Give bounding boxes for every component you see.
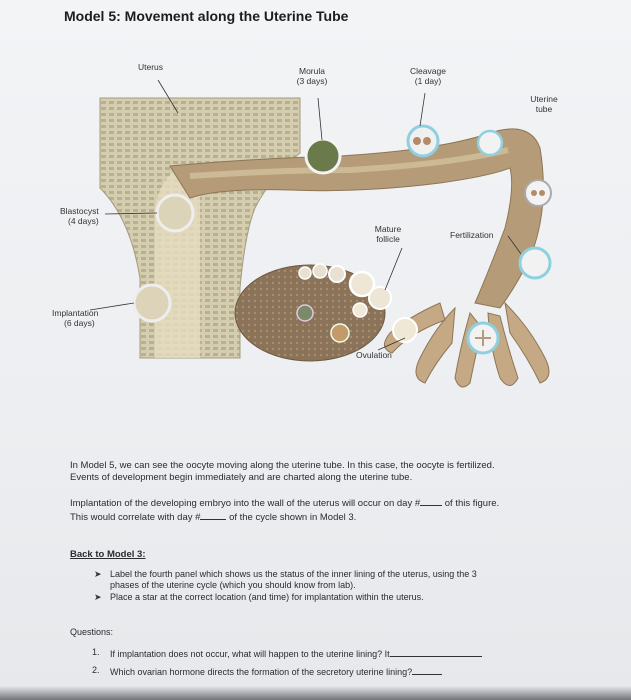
label-morula: Morula (3 days) (282, 66, 342, 86)
uterine-tube-figure: Uterus Morula (3 days) Cleavage (1 day) … (60, 58, 560, 438)
question-2-answer-blank[interactable] (412, 665, 442, 675)
question-2: Which ovarian hormone directs the format… (110, 665, 442, 678)
question-2-number: 2. (92, 665, 100, 676)
question-1-text: If implantation does not occur, what wil… (110, 649, 390, 659)
label-cleavage-days: (1 day) (398, 76, 458, 86)
label-implantation-days: (6 days) (52, 318, 112, 328)
implantation-sentence-end: of this figure. (445, 498, 499, 509)
back-to-model-heading: Back to Model 3: (70, 549, 146, 561)
fertilization-cell (520, 248, 550, 278)
zygote-cell (478, 131, 502, 155)
label-blastocyst-days: (4 days) (60, 216, 116, 226)
paragraph-intro-line2: Events of development begin immediately … (70, 472, 590, 484)
page-title: Model 5: Movement along the Uterine Tube (64, 8, 348, 24)
question-2-text: Which ovarian hormone directs the format… (110, 667, 412, 677)
implantation-sentence: Implantation of the developing embryo in… (70, 498, 420, 509)
cycle-day-sentence-end: of the cycle shown in Model 3. (229, 512, 356, 523)
implantation-day-blank[interactable] (420, 496, 442, 506)
label-blastocyst-name: Blastocyst (60, 206, 116, 216)
label-fertilization: Fertilization (450, 230, 493, 240)
morula-cell (306, 139, 340, 173)
question-1-answer-blank[interactable] (390, 647, 482, 657)
label-implantation-name: Implantation (52, 308, 112, 318)
cycle-day-sentence: This would correlate with day # (70, 512, 200, 523)
label-mature-follicle: Mature follicle (366, 224, 410, 244)
bullet-label-panel: Label the fourth panel which shows us th… (110, 569, 580, 591)
label-uterus: Uterus (138, 62, 163, 72)
uterine-tube-illustration (60, 58, 560, 438)
questions-heading: Questions: (70, 626, 113, 638)
bullet-arrow-icon: ➤ (94, 592, 102, 603)
bullet-label-panel-line1: Label the fourth panel which shows us th… (110, 569, 580, 580)
question-1-number: 1. (92, 647, 100, 658)
paragraph-intro: In Model 5, we can see the oocyte moving… (70, 460, 590, 484)
blastocyst-cell (157, 195, 193, 231)
label-uterine-tube-line1: Uterine (522, 94, 566, 104)
page-bottom-shadow (0, 686, 631, 700)
two-cell (525, 180, 551, 206)
fimbriae (384, 303, 549, 387)
bullet-place-star: Place a star at the correct location (an… (110, 592, 424, 603)
label-morula-name: Morula (282, 66, 342, 76)
label-uterine-tube: Uterine tube (522, 94, 566, 114)
label-mature-follicle-line2: follicle (366, 234, 410, 244)
label-mature-follicle-line1: Mature (366, 224, 410, 234)
implantation-cell (134, 285, 170, 321)
bullet-arrow-icon: ➤ (94, 569, 102, 580)
label-implantation: Implantation (6 days) (52, 308, 112, 328)
label-cleavage-name: Cleavage (398, 66, 458, 76)
cycle-day-blank[interactable] (200, 510, 226, 520)
label-uterine-tube-line2: tube (522, 104, 566, 114)
label-blastocyst: Blastocyst (4 days) (60, 206, 116, 226)
paragraph-intro-line1: In Model 5, we can see the oocyte moving… (70, 460, 590, 472)
paragraph-implantation: Implantation of the developing embryo in… (70, 496, 590, 524)
label-morula-days: (3 days) (282, 76, 342, 86)
label-cleavage: Cleavage (1 day) (398, 66, 458, 86)
bullet-label-panel-line2: phases of the uterine cycle (which you s… (110, 580, 580, 591)
question-1: If implantation does not occur, what wil… (110, 647, 482, 660)
label-ovulation: Ovulation (356, 350, 392, 360)
